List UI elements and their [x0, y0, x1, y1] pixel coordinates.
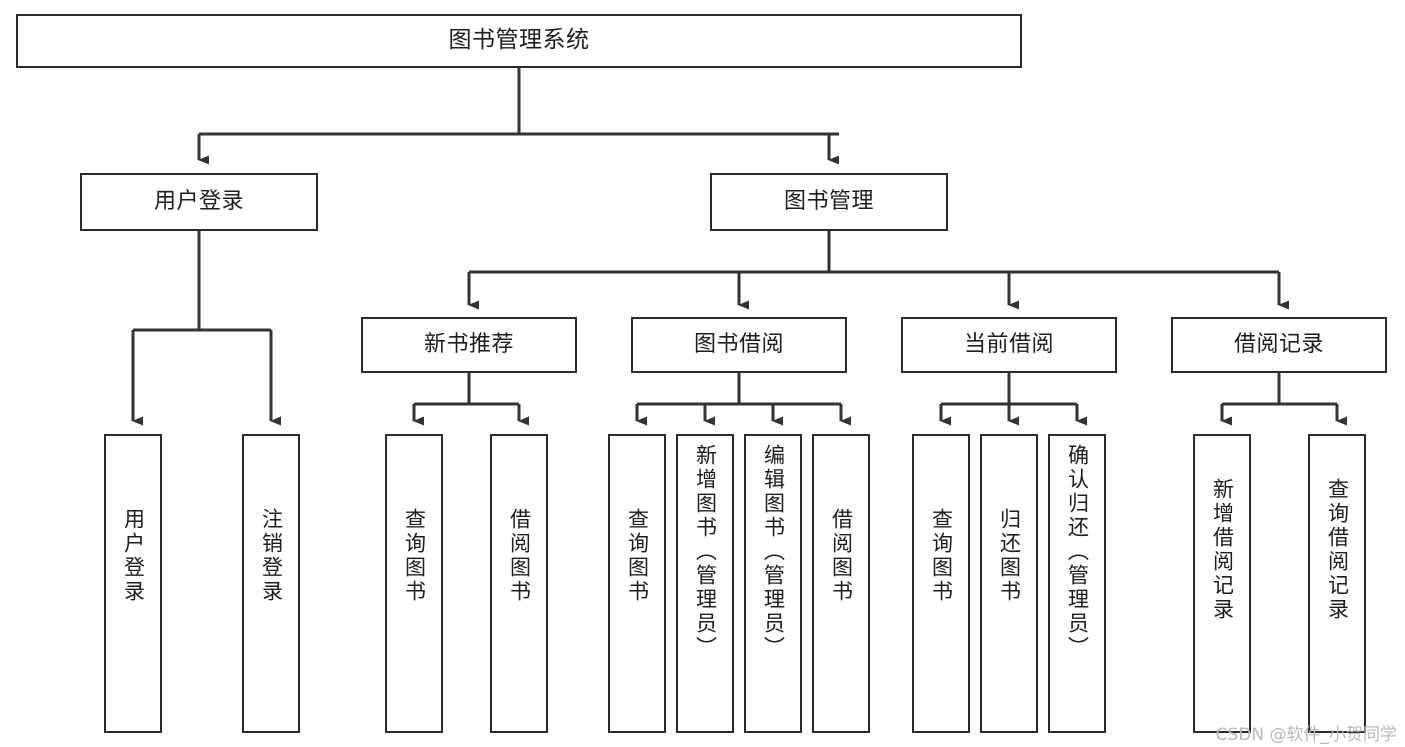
- node-leaf-query-book-2-label: 查询图书: [625, 508, 650, 604]
- node-leaf-logout-label: 注销登录: [259, 508, 284, 604]
- node-leaf-query-book-3-label: 查询图书: [929, 508, 954, 604]
- node-user-login-label: 用户登录: [153, 189, 244, 215]
- node-leaf-return-book-label: 归还图书: [997, 508, 1022, 604]
- node-root-label: 图书管理系统: [448, 27, 590, 54]
- node-book-manage-label: 图书管理: [783, 189, 874, 215]
- node-leaf-query-book-3[interactable]: 查询图书: [912, 434, 970, 733]
- node-new-book-recommend[interactable]: 新书推荐: [361, 317, 577, 373]
- node-root[interactable]: 图书管理系统: [16, 14, 1022, 68]
- node-leaf-user-login-label: 用户登录: [121, 508, 146, 604]
- node-leaf-query-book-2[interactable]: 查询图书: [608, 434, 666, 733]
- node-leaf-return-book[interactable]: 归还图书: [980, 434, 1038, 733]
- node-book-manage[interactable]: 图书管理: [710, 173, 948, 231]
- node-leaf-edit-book-label: 编辑图书（管理员）: [761, 444, 786, 660]
- node-leaf-query-book-1-label: 查询图书: [402, 508, 427, 604]
- node-leaf-user-login[interactable]: 用户登录: [104, 434, 162, 733]
- node-leaf-confirm-return[interactable]: 确认归还（管理员）: [1048, 434, 1106, 733]
- node-leaf-logout[interactable]: 注销登录: [242, 434, 300, 733]
- node-leaf-borrow-book-1-label: 借阅图书: [507, 508, 532, 604]
- node-leaf-edit-book[interactable]: 编辑图书（管理员）: [744, 434, 802, 733]
- node-book-borrow[interactable]: 图书借阅: [631, 317, 847, 373]
- node-leaf-add-book[interactable]: 新增图书（管理员）: [676, 434, 734, 733]
- node-book-borrow-label: 图书借阅: [693, 332, 784, 358]
- node-leaf-query-record[interactable]: 查询借阅记录: [1308, 434, 1366, 733]
- node-leaf-add-record-label: 新增借阅记录: [1210, 478, 1235, 622]
- node-leaf-query-record-label: 查询借阅记录: [1325, 478, 1350, 622]
- node-borrow-record-label: 借阅记录: [1233, 332, 1324, 358]
- node-user-login[interactable]: 用户登录: [80, 173, 318, 231]
- node-leaf-add-record[interactable]: 新增借阅记录: [1193, 434, 1251, 733]
- node-leaf-borrow-book-2[interactable]: 借阅图书: [812, 434, 870, 733]
- node-current-borrow-label: 当前借阅: [963, 332, 1054, 358]
- node-leaf-query-book-1[interactable]: 查询图书: [385, 434, 443, 733]
- node-leaf-add-book-label: 新增图书（管理员）: [693, 444, 718, 660]
- node-current-borrow[interactable]: 当前借阅: [901, 317, 1117, 373]
- node-new-book-recommend-label: 新书推荐: [423, 332, 514, 358]
- watermark-text: CSDN @软件_小贺同学: [1215, 725, 1397, 745]
- node-borrow-record[interactable]: 借阅记录: [1171, 317, 1387, 373]
- node-leaf-borrow-book-2-label: 借阅图书: [829, 508, 854, 604]
- node-leaf-confirm-return-label: 确认归还（管理员）: [1065, 444, 1090, 660]
- node-leaf-borrow-book-1[interactable]: 借阅图书: [490, 434, 548, 733]
